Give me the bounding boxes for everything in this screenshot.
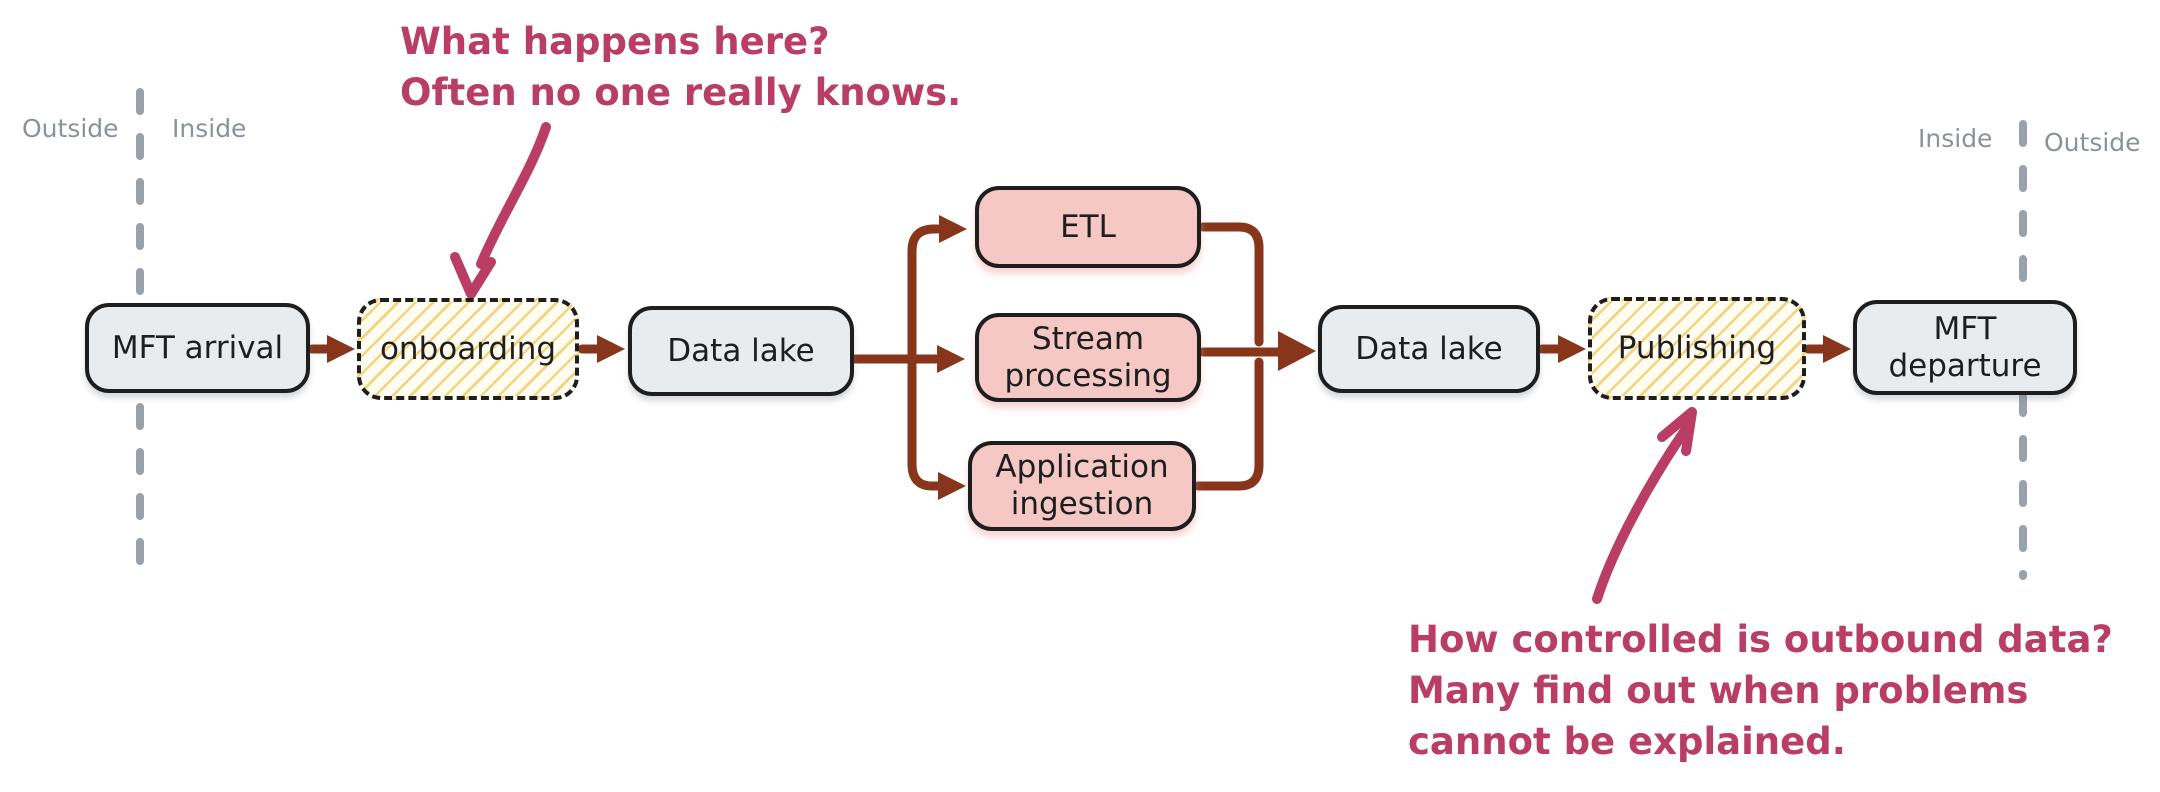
node-data-lake-inbound: Data lake — [628, 306, 854, 396]
arrowhead-icon — [597, 335, 625, 363]
annotation-line: Many find out when problems — [1408, 669, 2029, 712]
node-label: MFT arrival — [111, 329, 284, 366]
flow-merge-from-etl — [1198, 222, 1264, 347]
flow-branch-to-etl — [907, 224, 943, 364]
node-label: Application ingestion — [995, 449, 1169, 522]
zone-label-inside-left: Inside — [172, 114, 247, 143]
flow-branch-to-application-ingestion — [907, 354, 943, 491]
annotation-publishing-note: How controlled is outbound data? Many fi… — [1408, 614, 2113, 767]
node-label: Stream processing — [1004, 320, 1172, 394]
node-mft-arrival: MFT arrival — [85, 303, 310, 393]
arrowhead-icon — [938, 472, 966, 500]
zone-label-outside-left: Outside — [22, 114, 119, 143]
node-label: Publishing — [1617, 330, 1777, 367]
annotation-arrowhead-icon — [1657, 407, 1697, 456]
arrowhead-icon — [327, 335, 355, 363]
flow-merge-from-application-ingestion — [1193, 357, 1264, 491]
node-onboarding: onboarding — [357, 298, 579, 400]
arrowhead-icon — [1558, 335, 1586, 363]
zone-label-outside-right: Outside — [2044, 128, 2141, 157]
node-label: Data lake — [1355, 330, 1503, 367]
node-label: onboarding — [379, 330, 557, 367]
zone-label-inside-right: Inside — [1918, 124, 1993, 153]
node-application-ingestion: Application ingestion — [968, 441, 1196, 531]
node-mft-departure: MFT departure — [1853, 300, 2077, 395]
annotation-onboarding-note: What happens here? Often no one really k… — [400, 16, 961, 118]
node-label: MFT departure — [1888, 310, 2042, 384]
annotation-line: What happens here? — [400, 20, 830, 63]
node-label: ETL — [1060, 208, 1116, 245]
arrowhead-icon — [939, 215, 967, 243]
annotation-arrow-to-publishing — [1592, 424, 1691, 604]
node-data-lake-outbound: Data lake — [1318, 305, 1540, 393]
arrowhead-icon — [1278, 331, 1316, 371]
annotation-line: Often no one really knows. — [400, 71, 962, 114]
arrowhead-icon — [1823, 335, 1851, 363]
node-label: Data lake — [667, 332, 815, 369]
annotation-line: How controlled is outbound data? — [1408, 618, 2113, 661]
node-stream-processing: Stream processing — [975, 313, 1201, 402]
annotation-line: cannot be explained. — [1408, 720, 1846, 763]
arrowhead-icon — [937, 345, 965, 373]
annotation-arrowhead-icon — [450, 252, 496, 299]
node-publishing: Publishing — [1588, 297, 1806, 400]
annotation-arrow-to-onboarding — [476, 122, 551, 269]
node-etl: ETL — [975, 186, 1201, 268]
